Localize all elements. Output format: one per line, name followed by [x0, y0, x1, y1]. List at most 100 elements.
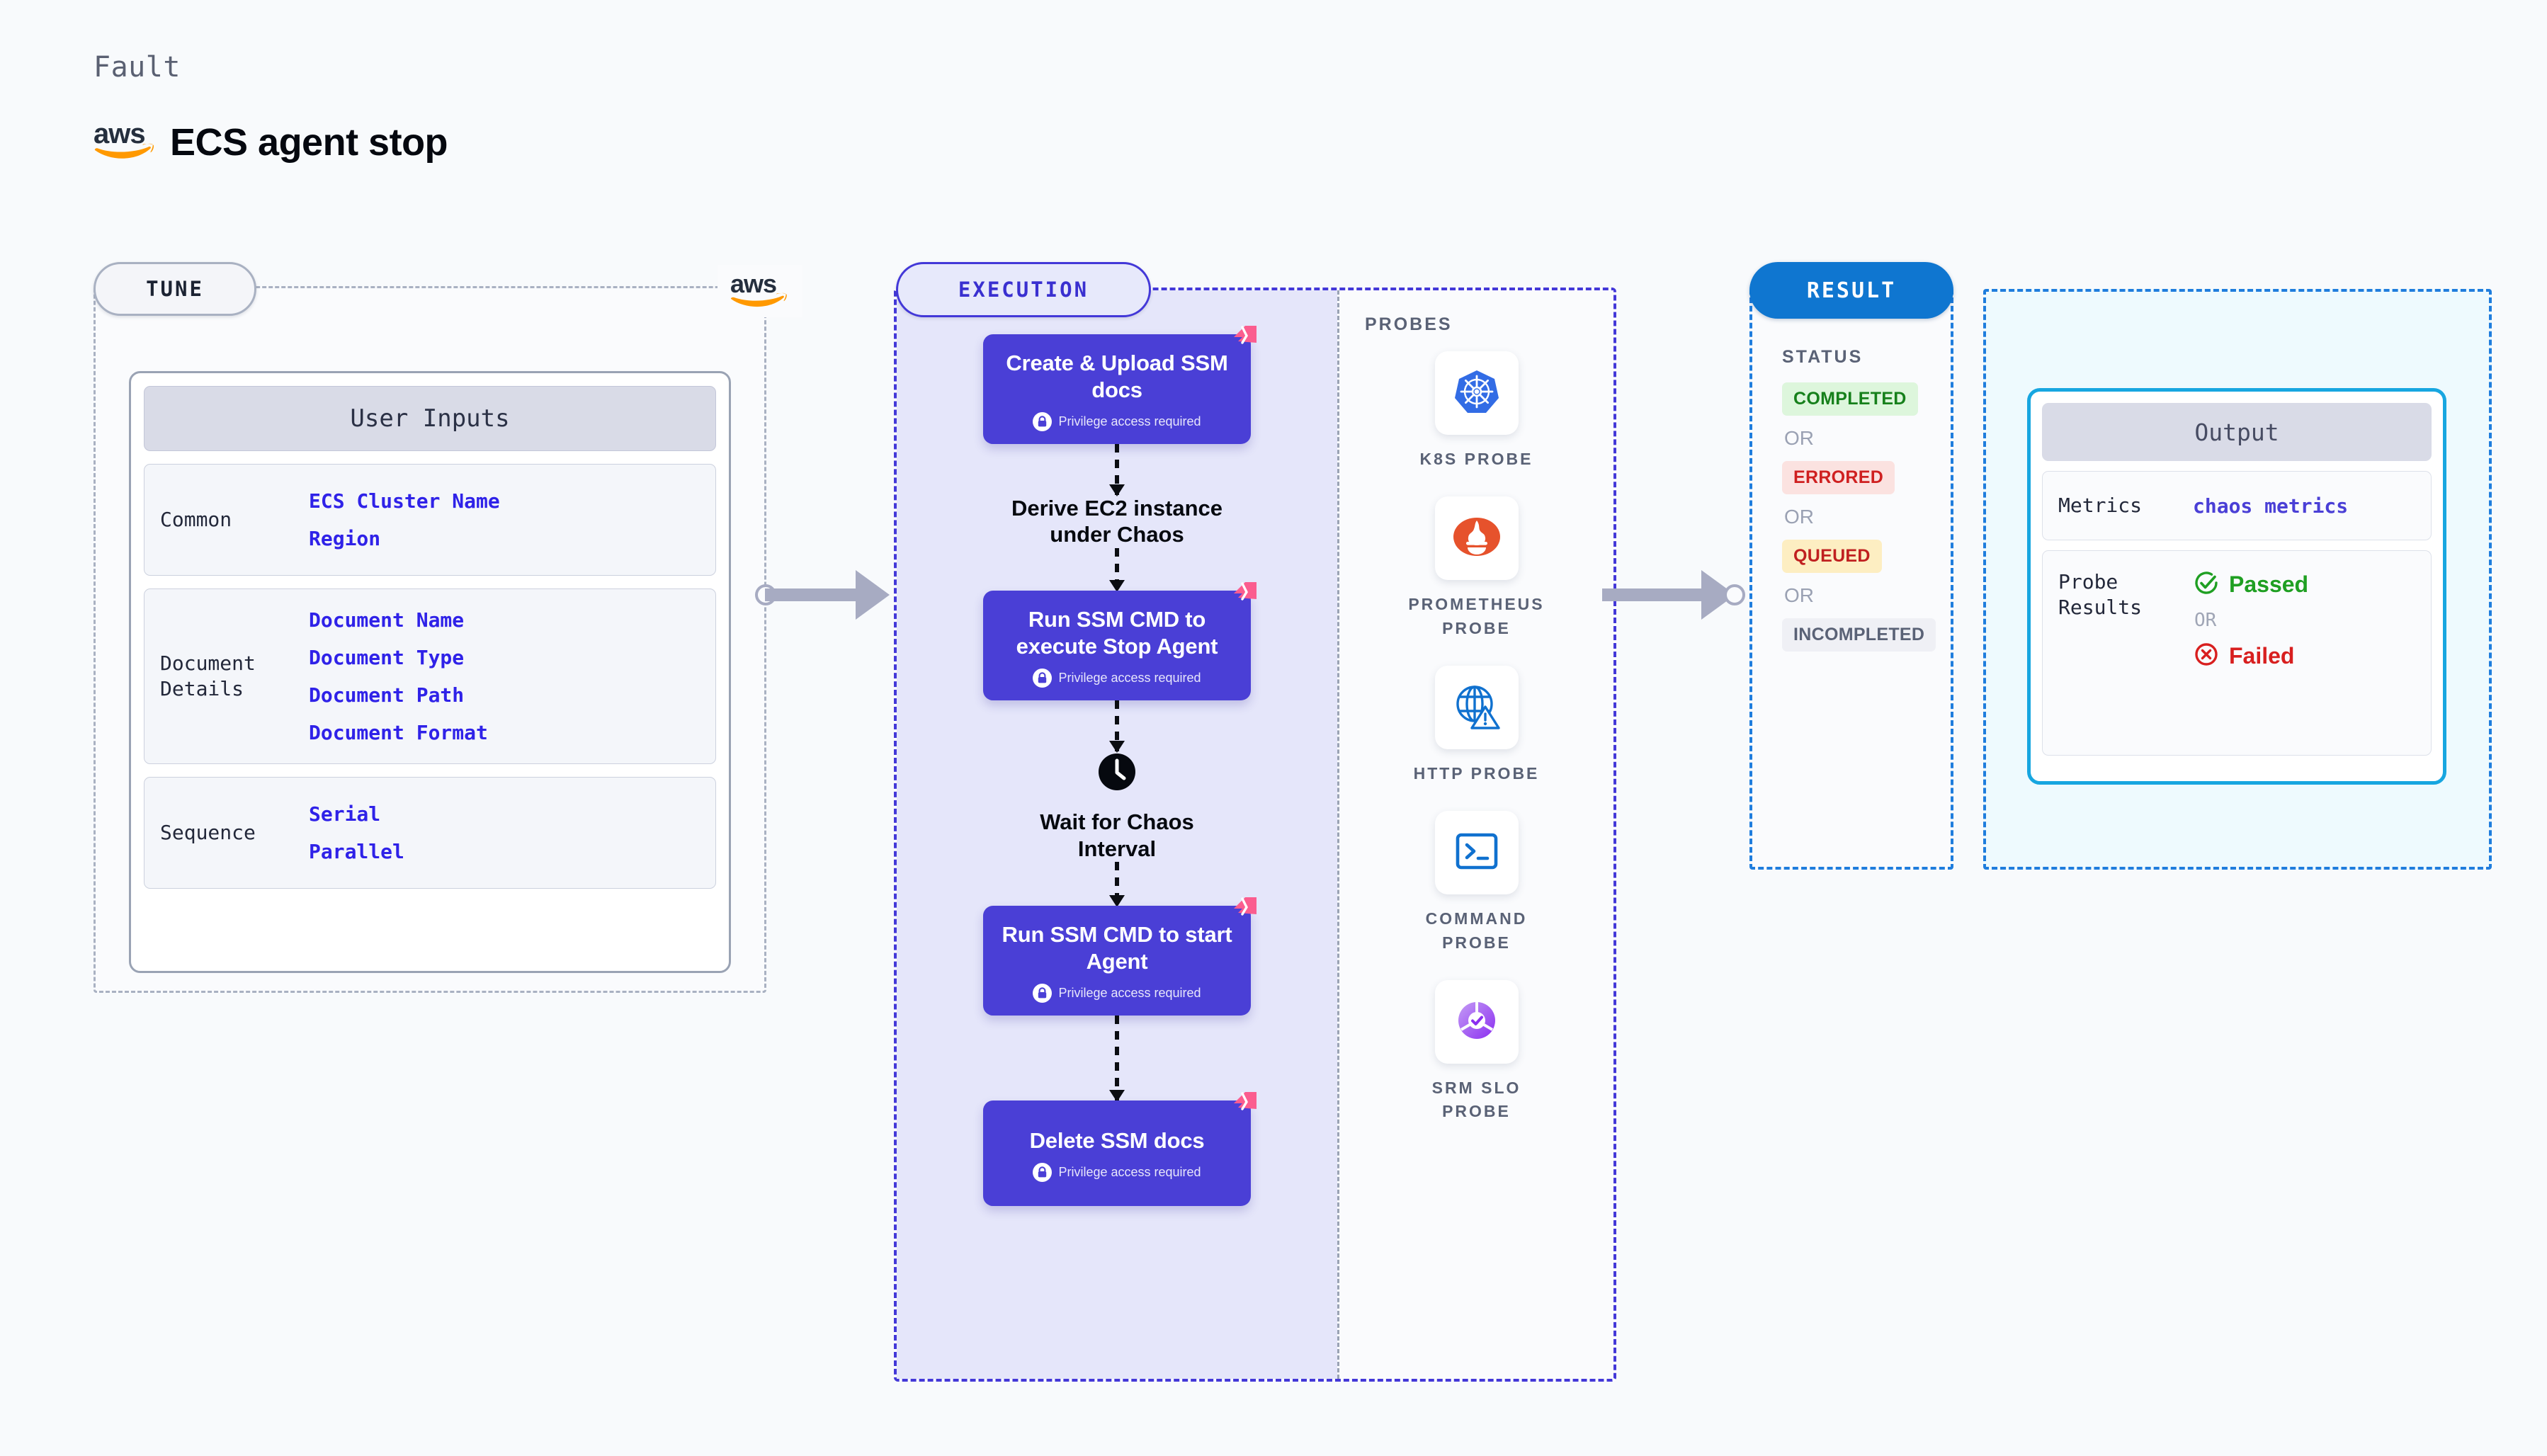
flow-connector [1115, 1015, 1119, 1100]
tune-section-pill[interactable]: TUNE [93, 262, 256, 316]
input-value[interactable]: Document Path [309, 683, 465, 707]
svg-text:aws: aws [730, 271, 776, 298]
probe-tile [1434, 351, 1519, 435]
node-title: Run SSM CMD to execute Stop Agent [1016, 607, 1218, 659]
status-badge-completed: COMPLETED [1782, 382, 1918, 416]
privilege-label: Privilege access required [1058, 414, 1201, 428]
execution-node-create-upload-ssm-docs[interactable]: Create & Upload SSM docs Privilege acces… [983, 326, 1257, 444]
node-privilege-note: Privilege access required [996, 668, 1238, 688]
input-value[interactable]: Document Format [309, 721, 488, 744]
metrics-value[interactable]: chaos metrics [2193, 494, 2349, 518]
terminal-icon [1452, 829, 1502, 877]
status-or-label: OR [1784, 584, 1814, 606]
status-or-label: OR [1784, 506, 1814, 528]
litmus-flag-icon [1228, 322, 1261, 354]
svg-text:aws: aws [93, 119, 145, 149]
litmus-flag-icon [1228, 893, 1261, 926]
execution-section-pill[interactable]: EXECUTION [896, 262, 1151, 317]
lock-icon [1033, 983, 1053, 1003]
result-section-pill[interactable]: RESULT [1749, 262, 1953, 319]
privilege-label: Privilege access required [1058, 1164, 1201, 1179]
probe-tile [1434, 811, 1519, 895]
passed-label: Passed [2229, 571, 2309, 597]
flow-connector [1115, 700, 1119, 751]
status-badge-incompleted: INCOMPLETED [1782, 618, 1936, 652]
probe-tile [1434, 980, 1519, 1064]
prometheus-icon [1451, 512, 1503, 565]
probes-column: PROBES [1337, 290, 1613, 1379]
input-value[interactable]: Document Type [309, 646, 465, 669]
status-badge-queued: QUEUED [1782, 540, 1882, 573]
probe-tile [1434, 496, 1519, 581]
probe-result-or-label: OR [2194, 610, 2217, 631]
node-privilege-note: Privilege access required [996, 983, 1238, 1003]
input-group-label: Sequence [160, 821, 256, 845]
arrow-end-dot [1724, 584, 1745, 605]
input-group-values: ECS Cluster Name Region [309, 489, 700, 550]
lock-icon [1033, 668, 1053, 688]
node-privilege-note: Privilege access required [996, 1162, 1238, 1182]
probe-tile [1434, 666, 1519, 750]
execution-node-run-ssm-cmd-start-agent[interactable]: Run SSM CMD to start Agent Privilege acc… [983, 897, 1257, 1016]
output-group-label: Metrics [2058, 493, 2143, 517]
check-circle-icon [2193, 569, 2220, 600]
input-value[interactable]: Document Name [309, 608, 465, 632]
output-group-values: chaos metrics [2193, 494, 2415, 518]
probe-label: HTTP PROBE [1413, 764, 1540, 783]
node-privilege-note: Privilege access required [996, 411, 1238, 431]
output-group-metrics: Metrics chaos metrics [2042, 471, 2432, 540]
user-inputs-card: User Inputs Common ECS Cluster Name Regi… [129, 371, 731, 973]
input-group-common: Common ECS Cluster Name Region [144, 464, 716, 576]
input-value[interactable]: Region [309, 527, 381, 550]
result-status-region: STATUS COMPLETED OR ERRORED OR QUEUED OR… [1749, 289, 1953, 870]
privilege-label: Privilege access required [1058, 670, 1201, 685]
input-value[interactable]: Parallel [309, 840, 404, 863]
aws-logo-icon: aws [92, 118, 154, 165]
flow-connector [1115, 443, 1119, 495]
arrow-head [856, 570, 890, 620]
http-globe-icon [1452, 681, 1502, 734]
probe-result-failed: Failed [2193, 641, 2415, 671]
probes-title: PROBES [1365, 314, 1453, 334]
lock-icon [1033, 411, 1053, 431]
output-group-values: Passed OR Failed [2193, 569, 2415, 671]
input-value[interactable]: ECS Cluster Name [309, 489, 500, 513]
status-list: COMPLETED OR ERRORED OR QUEUED OR INCOMP… [1782, 382, 1936, 652]
node-title: Delete SSM docs [1029, 1127, 1205, 1153]
node-title: Run SSM CMD to start Agent [1002, 922, 1232, 974]
probe-result-passed: Passed [2193, 569, 2415, 600]
input-value[interactable]: Serial [309, 802, 381, 826]
x-circle-icon [2193, 641, 2220, 671]
input-group-sequence: Sequence Serial Parallel [144, 777, 716, 889]
page-kicker: Fault [93, 51, 181, 84]
probe-item-http[interactable]: HTTP PROBE [1385, 666, 1569, 785]
page-title: ECS agent stop [170, 120, 448, 164]
failed-label: Failed [2229, 643, 2295, 669]
clock-icon [1040, 751, 1194, 799]
execution-to-result-arrow [1602, 570, 1745, 620]
srm-slo-icon [1453, 996, 1501, 1048]
flow-connector [1115, 548, 1119, 591]
arrow-shaft [1602, 588, 1703, 601]
input-group-values: Document Name Document Type Document Pat… [309, 608, 700, 744]
execution-node-run-ssm-cmd-stop-agent[interactable]: Run SSM CMD to execute Stop Agent Privil… [983, 582, 1257, 700]
output-title: Output [2042, 403, 2432, 461]
node-title: Create & Upload SSM docs [1006, 351, 1228, 402]
probe-item-k8s[interactable]: K8S PROBE [1385, 351, 1569, 471]
input-group-values: Serial Parallel [309, 802, 700, 863]
execution-node-delete-ssm-docs[interactable]: Delete SSM docs Privilege access require… [983, 1091, 1257, 1206]
